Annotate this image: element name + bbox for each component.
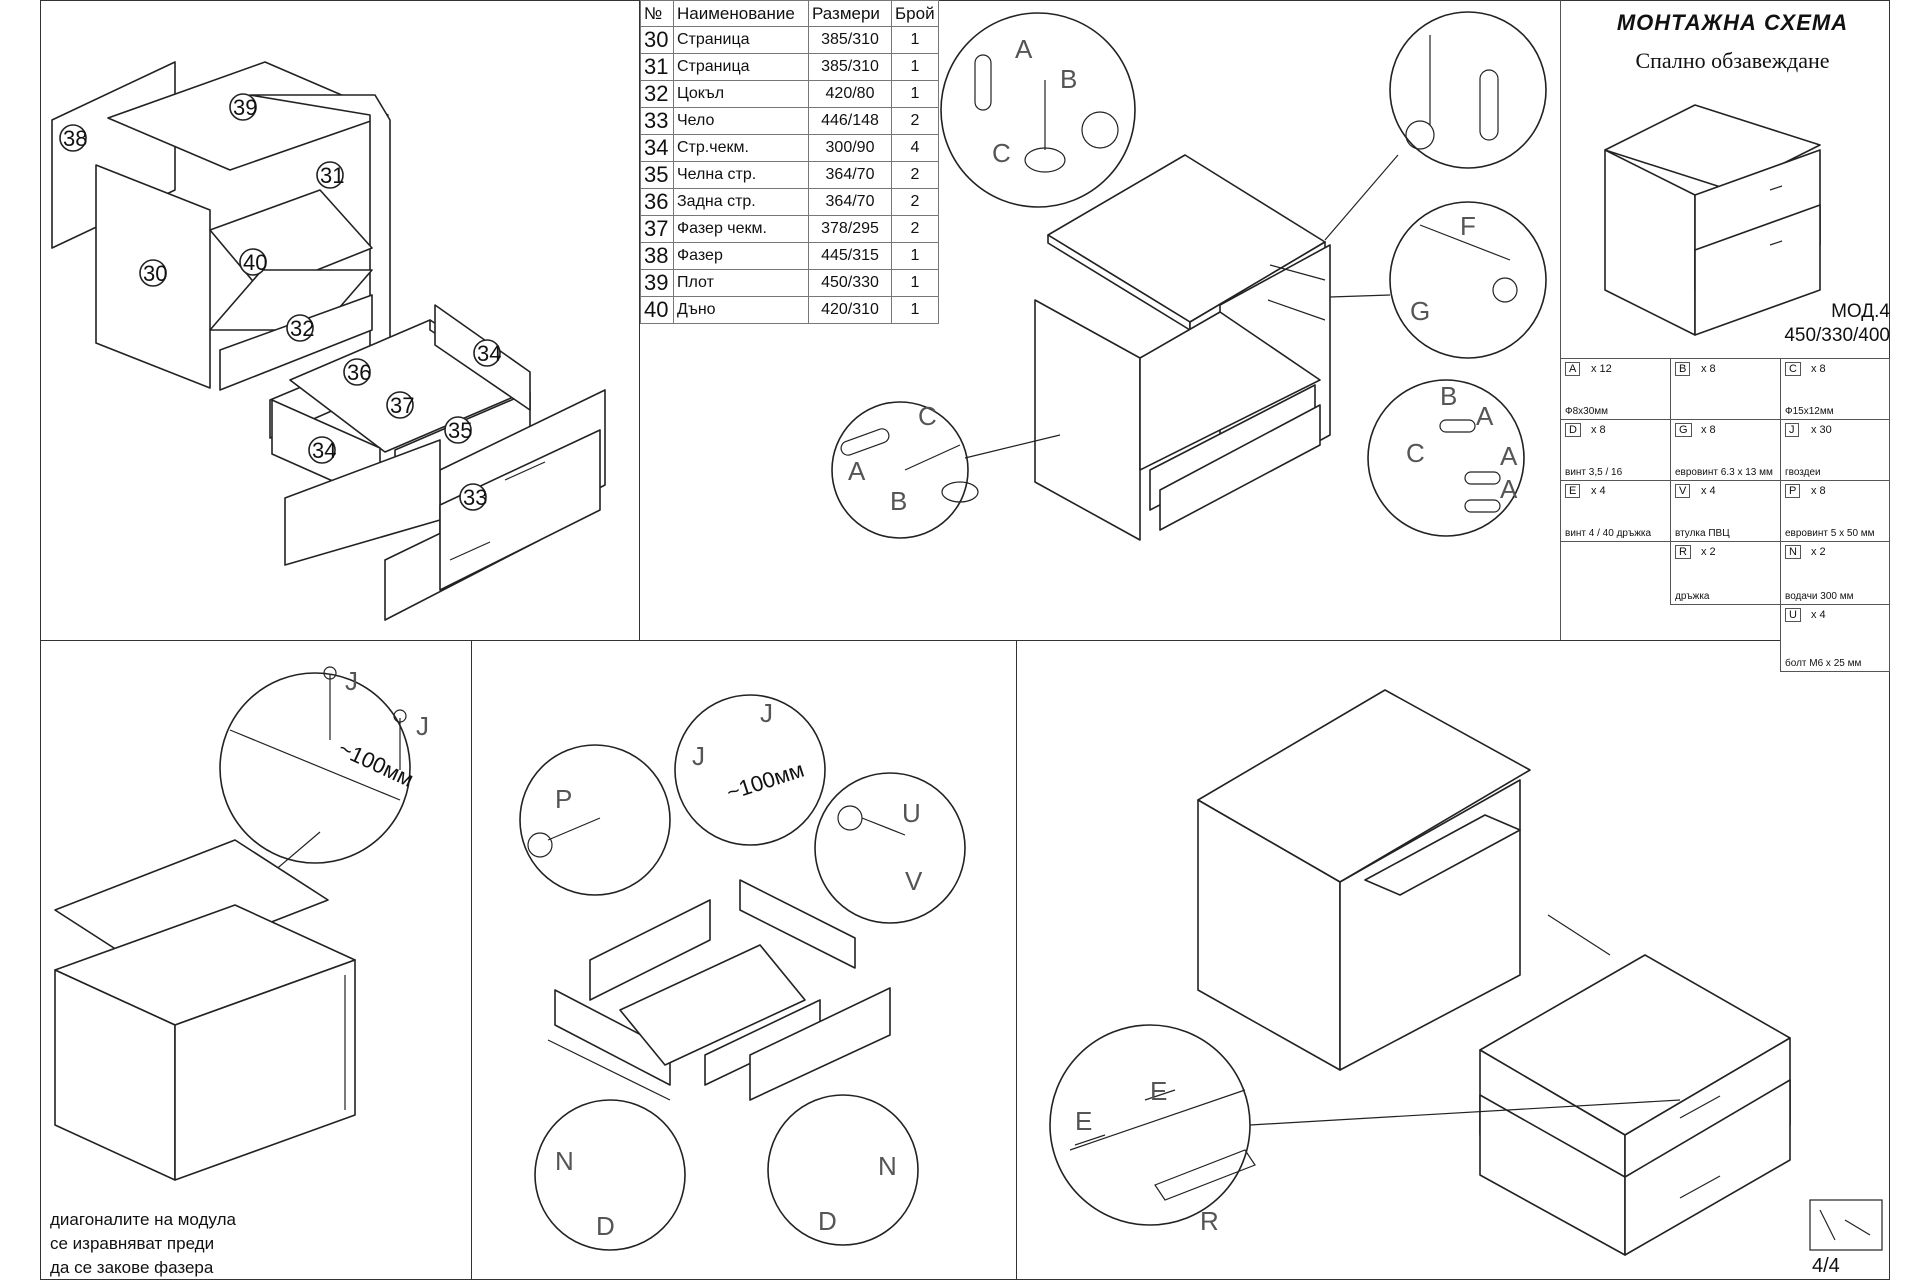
- detail-letter-rb-a2: A: [1500, 441, 1518, 471]
- drawer-letter-j1: J: [692, 741, 705, 771]
- detail-letter-b: B: [1060, 64, 1077, 94]
- title-block: МОНТАЖНА СХЕМА Спално обзавеждане: [1560, 10, 1905, 74]
- part-label-34b: 34: [312, 438, 336, 463]
- drawer-letter-n2: N: [878, 1151, 897, 1181]
- final-letter-e2: E: [1075, 1106, 1092, 1136]
- part-label-32: 32: [290, 316, 314, 341]
- part-label-33: 33: [463, 485, 487, 510]
- detail-circles-top: A B C C A B F G B C A A A: [831, 11, 1547, 539]
- nail-letter-j1: J: [345, 666, 358, 696]
- part-label-30: 30: [143, 261, 167, 286]
- detail-letter-left-b: B: [890, 486, 907, 516]
- drawer-letter-p: P: [555, 784, 572, 814]
- detail-letter-g: G: [1410, 296, 1430, 326]
- drawer-letter-n1: N: [555, 1146, 574, 1176]
- drawer-assembly-drawing: P J J ~100мм U V N D N D: [519, 694, 966, 1251]
- col-header-size: Размери: [808, 0, 892, 27]
- detail-letter-left-a: A: [848, 456, 866, 486]
- drawer-letter-u: U: [902, 798, 921, 828]
- col-header-qty: Брой: [891, 0, 939, 27]
- model-sketch: [1604, 104, 1821, 336]
- final-assembly-drawing: E E R: [1049, 689, 1883, 1256]
- part-label-38: 38: [63, 126, 87, 151]
- part-label-40: 40: [243, 250, 267, 275]
- detail-letter-rb-b: B: [1440, 381, 1457, 411]
- detail-letter-rb-a1: A: [1476, 401, 1494, 431]
- detail-letter-left-c: C: [918, 401, 937, 431]
- nail-letter-j2: J: [416, 711, 429, 741]
- part-label-31: 31: [320, 163, 344, 188]
- detail-letter-rb-a3: A: [1500, 474, 1518, 504]
- part-label-39: 39: [233, 95, 257, 120]
- detail-letter-f: F: [1460, 211, 1476, 241]
- col-header-name: Наименование: [673, 0, 809, 27]
- model-name: МОД.4: [1831, 301, 1890, 322]
- diagonal-note: диагоналите на модула се изравняват пред…: [50, 1210, 236, 1277]
- detail-letter-c: C: [992, 138, 1011, 168]
- part-label-35: 35: [448, 418, 472, 443]
- page-subtitle: Спално обзавеждане: [1635, 48, 1830, 73]
- page-title: МОНТАЖНА СХЕМА: [1616, 10, 1849, 35]
- model-info: МОД.4 450/330/400: [1740, 300, 1890, 348]
- drawer-letter-d1: D: [596, 1211, 615, 1241]
- final-letter-e1: E: [1150, 1076, 1167, 1106]
- exploded-cabinet: [51, 61, 606, 621]
- part-label-37: 37: [390, 393, 414, 418]
- model-dims: 450/330/400: [1784, 325, 1890, 346]
- final-letter-r: R: [1200, 1206, 1219, 1236]
- part-label-36: 36: [347, 360, 371, 385]
- carcass-drawing: [1034, 154, 1331, 541]
- detail-letter-a: A: [1015, 34, 1033, 64]
- part-labels: 39 38 31 30 40 32 36 34 37 35 34 33: [59, 93, 501, 511]
- detail-letter-rb-c: C: [1406, 438, 1425, 468]
- col-header-no: №: [640, 0, 674, 27]
- drawer-letter-j2: J: [760, 698, 773, 728]
- drawer-letter-d2: D: [818, 1206, 837, 1236]
- back-nailing-drawing: J J ~100мм: [54, 666, 429, 1181]
- page-number: 4/4: [1812, 1255, 1840, 1277]
- drawer-letter-v: V: [905, 866, 923, 896]
- part-label-34a: 34: [477, 341, 501, 366]
